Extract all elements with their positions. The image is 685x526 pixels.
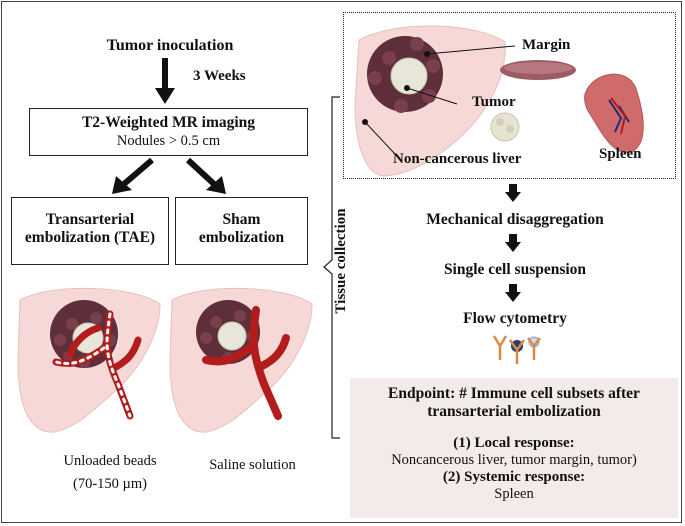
- mri-subtitle: Nodules > 0.5 cm: [116, 133, 221, 149]
- down-arrow-icon: [112, 157, 154, 194]
- tae-line2: embolization (TAE): [24, 229, 156, 246]
- sham-line1: Sham: [222, 211, 261, 228]
- beads-label-line1: Unloaded beads: [63, 453, 157, 469]
- liver-illustration-tae: [17, 287, 161, 433]
- endpoint-box: Endpoint: # Immune cell subsets after tr…: [350, 378, 678, 518]
- tissue-collection-brace: [323, 96, 340, 439]
- tissue-collection-label: Tissue collection: [333, 208, 349, 314]
- spleen-label: Spleen: [599, 146, 642, 162]
- mri-box: T2-Weighted MR imaging Nodules > 0.5 cm: [29, 108, 308, 156]
- tae-box: Transarterial embolization (TAE): [11, 197, 169, 265]
- local-response-title: (1) Local response:: [453, 435, 575, 451]
- liver-illustration-sham: [169, 287, 313, 433]
- spleen-illustration: [584, 73, 644, 153]
- down-arrow-icon: [155, 58, 175, 104]
- systemic-response-detail: Spleen: [494, 486, 534, 502]
- antibody-icon: [492, 335, 541, 364]
- local-response-detail: Noncancerous liver, tumor margin, tumor): [391, 452, 637, 468]
- endpoint-title-line2: transarterial embolization: [427, 403, 601, 420]
- tissue-panel: [343, 12, 676, 179]
- step-flow-cytometry: Flow cytometry: [463, 310, 567, 327]
- down-arrow-icon: [505, 184, 521, 202]
- tumor-label: Tumor: [472, 94, 516, 110]
- endpoint-title-line1: Endpoint: # Immune cell subsets after: [388, 385, 640, 402]
- saline-label: Saline solution: [209, 457, 296, 473]
- weeks-label: 3 Weeks: [193, 68, 246, 84]
- sham-line2: embolization: [198, 229, 285, 246]
- step-mechanical-disaggregation: Mechanical disaggregation: [426, 211, 604, 228]
- tae-line1: Transarterial: [45, 211, 135, 228]
- systemic-response-title: (2) Systemic response:: [442, 469, 586, 485]
- noncancerous-liver-label: Non-cancerous liver: [393, 151, 522, 167]
- split-arrows: [112, 157, 226, 194]
- mri-title: T2-Weighted MR imaging: [81, 114, 256, 131]
- tissue-illustration: [354, 25, 644, 177]
- down-arrow-icon: [185, 157, 226, 194]
- sham-box: Sham embolization: [175, 197, 308, 265]
- margin-label: Margin: [522, 37, 571, 53]
- beads-label-line2: (70-150 µm): [73, 476, 147, 492]
- down-arrow-icon: [505, 234, 521, 252]
- tumor-inoculation-label: Tumor inoculation: [106, 37, 234, 54]
- step-single-cell-suspension: Single cell suspension: [443, 261, 587, 278]
- down-arrow-icon: [505, 284, 521, 302]
